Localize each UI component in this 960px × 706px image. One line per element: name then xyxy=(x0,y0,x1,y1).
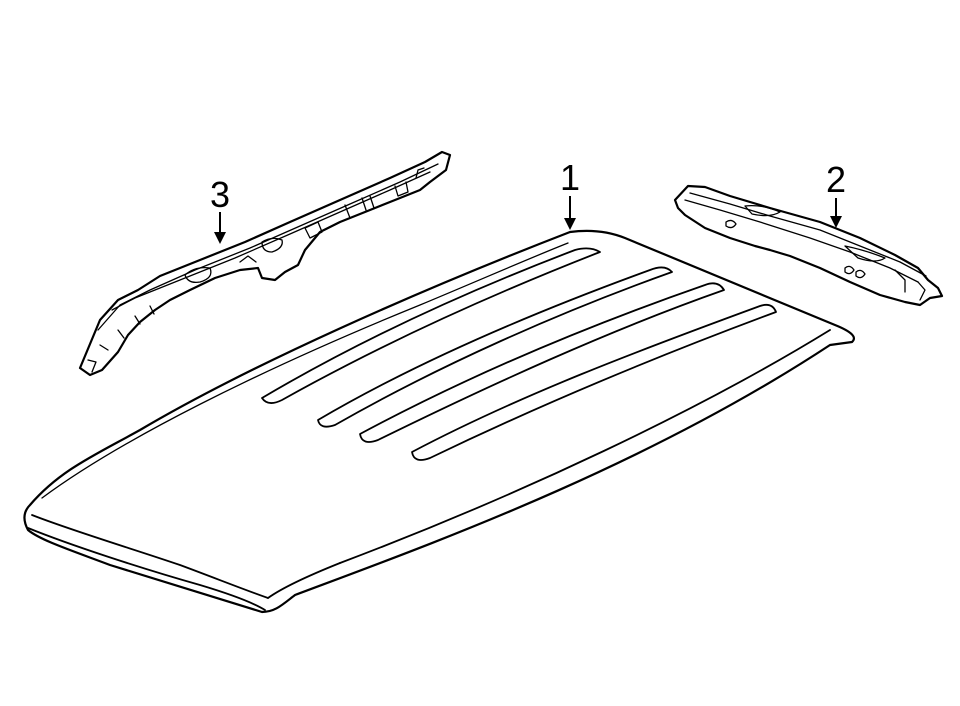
arrow-down-icon xyxy=(214,232,226,244)
roof-panel[interactable] xyxy=(23,229,856,614)
callout-label-3: 3 xyxy=(210,174,230,215)
callout-1: 1 xyxy=(560,157,580,230)
arrow-down-icon xyxy=(564,218,576,230)
arrow-down-icon xyxy=(830,216,842,228)
callout-label-2: 2 xyxy=(826,159,846,200)
rear-roof-header[interactable] xyxy=(673,184,944,307)
callout-3: 3 xyxy=(210,174,230,244)
callout-label-1: 1 xyxy=(560,157,580,198)
front-roof-header[interactable] xyxy=(78,150,452,377)
callout-2: 2 xyxy=(826,159,846,228)
